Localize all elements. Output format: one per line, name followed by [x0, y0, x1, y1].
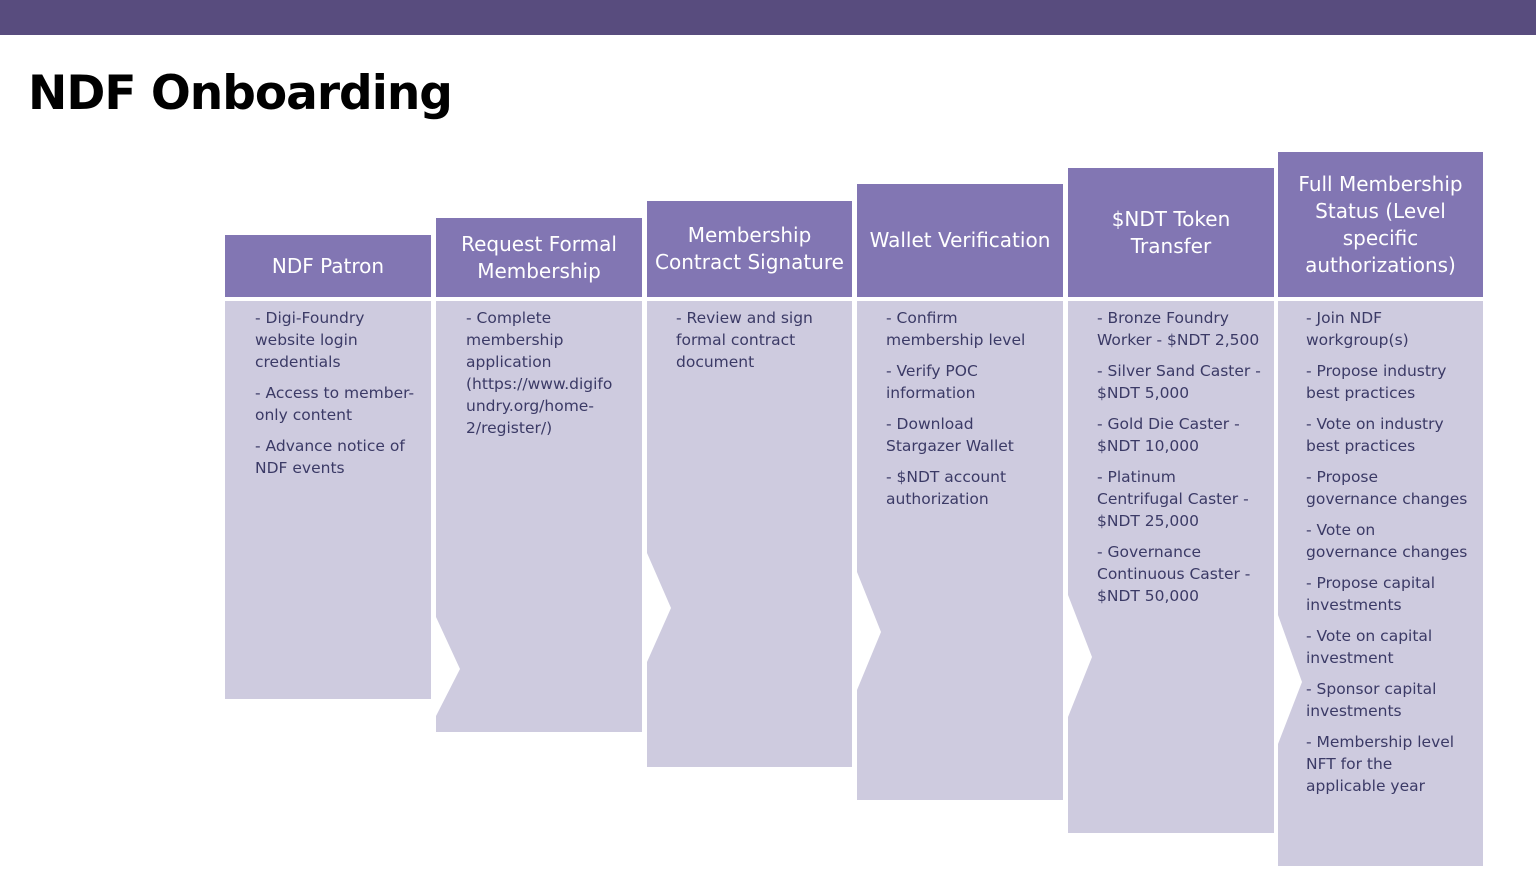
list-item: - Propose governance changes — [1306, 468, 1468, 508]
step-body: - Join NDF workgroup(s) - Propose indust… — [1278, 301, 1483, 866]
list-item: - Propose capital investments — [1306, 574, 1436, 614]
step-body: - Complete membership application (https… — [436, 301, 642, 732]
step-request-formal-membership: Request Formal Membership - Complete mem… — [436, 218, 642, 732]
step-body: - Bronze Foundry Worker - $NDT 2,500 - S… — [1068, 301, 1274, 833]
step-header: Request Formal Membership — [436, 218, 642, 297]
step-title: $NDT Token Transfer — [1111, 206, 1231, 258]
list-item: - Platinum Centrifugal Caster - $NDT 25,… — [1097, 468, 1249, 530]
list-item: - Propose industry best practices — [1306, 362, 1447, 402]
step-body: - Digi-Foundry website login credentials… — [225, 301, 431, 699]
step-title: NDF Patron — [271, 253, 385, 278]
step-item-list: - Join NDF workgroup(s) - Propose indust… — [1306, 307, 1483, 806]
step-full-membership-status: Full Membership Status (Level specific a… — [1278, 152, 1483, 866]
list-item: - Access to member- only content — [255, 384, 415, 424]
step-header: Full Membership Status (Level specific a… — [1278, 152, 1483, 297]
step-body: - Review and sign formal contract docume… — [647, 301, 852, 767]
list-item: - Governance Continuous Caster - $NDT 50… — [1097, 543, 1251, 605]
list-item: - Sponsor capital investments — [1306, 680, 1437, 720]
list-item: - Silver Sand Caster - $NDT 5,000 — [1097, 362, 1261, 402]
step-title: Wallet Verification — [869, 228, 1051, 252]
page-title: NDF Onboarding — [28, 66, 453, 121]
step-item-list: - Digi-Foundry website login credentials… — [255, 307, 431, 488]
list-item: - Vote on capital investment — [1306, 627, 1433, 667]
list-item: - Download Stargazer Wallet — [886, 415, 1014, 455]
step-ndt-token-transfer: $NDT Token Transfer - Bronze Foundry Wor… — [1068, 168, 1274, 833]
list-item: - Bronze Foundry Worker - $NDT 2,500 — [1097, 309, 1260, 349]
list-item: - Join NDF workgroup(s) — [1306, 309, 1409, 349]
step-item-list: - Review and sign formal contract docume… — [676, 307, 852, 382]
list-item: - Verify POC information — [886, 362, 978, 402]
list-item: - $NDT account authorization — [886, 468, 1007, 508]
list-item: - Membership level NFT for the applicabl… — [1306, 733, 1455, 795]
list-item: - Confirm membership level — [886, 309, 1026, 349]
step-body: - Confirm membership level - Verify POC … — [857, 301, 1063, 800]
list-item: - Gold Die Caster - $NDT 10,000 — [1097, 415, 1240, 455]
step-header: Wallet Verification — [857, 184, 1063, 297]
list-item: - Complete membership application (https… — [466, 309, 613, 437]
list-item: - Digi-Foundry website login credentials — [255, 309, 365, 371]
step-header: $NDT Token Transfer — [1068, 168, 1274, 297]
step-title: Request Formal Membership — [461, 231, 617, 283]
step-item-list: - Confirm membership level - Verify POC … — [886, 307, 1062, 519]
list-item: - Review and sign formal contract docume… — [676, 309, 813, 371]
step-header: Membership Contract Signature — [647, 201, 852, 297]
top-bar — [0, 0, 1536, 35]
list-item: - Advance notice of NDF events — [255, 437, 405, 477]
step-wallet-verification: Wallet Verification - Confirm membership… — [857, 184, 1063, 800]
list-item: - Vote on governance changes — [1306, 521, 1468, 561]
step-header: NDF Patron — [225, 235, 431, 297]
step-membership-contract-signature: Membership Contract Signature - Review a… — [647, 201, 852, 767]
step-ndf-patron: NDF Patron - Digi-Foundry website login … — [225, 235, 431, 699]
step-item-list: - Complete membership application (https… — [466, 307, 638, 448]
step-item-list: - Bronze Foundry Worker - $NDT 2,500 - S… — [1097, 307, 1274, 616]
step-title: Full Membership Status (Level specific a… — [1298, 171, 1463, 277]
list-item: - Vote on industry best practices — [1306, 415, 1444, 455]
step-title: Membership Contract Signature — [655, 223, 844, 274]
